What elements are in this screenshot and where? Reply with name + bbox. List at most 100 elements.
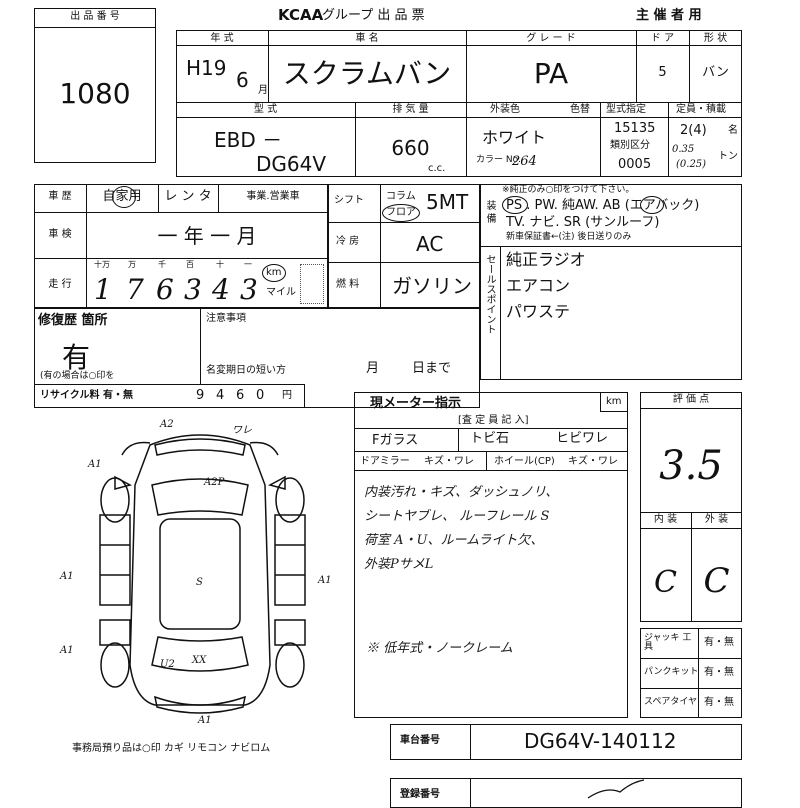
ps-circle-mark bbox=[502, 196, 528, 214]
history-rental[interactable]: レ ン タ bbox=[164, 189, 212, 204]
inspection-label: 車 検 bbox=[48, 229, 72, 240]
glass-chip: トビ石 bbox=[470, 431, 510, 446]
mileage-digit-6: 3 bbox=[240, 273, 258, 306]
puncture-kit-label: パンクキット bbox=[644, 667, 699, 677]
kcaa-logo: KCAA bbox=[278, 6, 324, 24]
inspection-note-2: シートヤブレ、 ルーフレール S bbox=[364, 509, 550, 524]
mileage-unit-6: 一 bbox=[244, 260, 252, 269]
mileage-label: 走 行 bbox=[48, 279, 72, 290]
mileage-stamp-box bbox=[300, 264, 324, 304]
inspection-value: 一 年 一 月 bbox=[157, 224, 257, 248]
mileage-digit-1: 1 bbox=[94, 273, 112, 306]
model-prefix: EBD － bbox=[214, 128, 283, 152]
puncture-option[interactable]: 有・無 bbox=[704, 667, 734, 678]
spare-option[interactable]: 有・無 bbox=[704, 697, 734, 708]
meter-unit: km bbox=[606, 396, 622, 407]
chassis-value: DG64V-140112 bbox=[524, 729, 677, 753]
recycle-digit-1: 9 bbox=[196, 388, 205, 403]
meter-unit-box bbox=[600, 392, 628, 412]
color-value: ホワイト bbox=[482, 128, 547, 147]
jack-option[interactable]: 有・無 bbox=[704, 637, 734, 648]
diagram-mark-a2p: A2P bbox=[204, 477, 225, 488]
mileage-unit-3: 千 bbox=[158, 260, 166, 269]
inspection-remark: ※ 低年式・ノークレーム bbox=[366, 641, 513, 656]
inspection-note-4: 外装PサメL bbox=[364, 557, 434, 572]
repair-value: 有 bbox=[62, 341, 91, 374]
doors-value: 5 bbox=[658, 65, 667, 80]
fuel-value: ガソリン bbox=[392, 274, 472, 298]
meter-label: 現メーター指示 bbox=[370, 396, 462, 411]
repair-note: (有の場合は○印を bbox=[40, 371, 115, 381]
private-circle-mark bbox=[112, 186, 136, 208]
mileage-digit-5: 4 bbox=[212, 273, 230, 306]
displacement-value: 660 bbox=[391, 136, 430, 160]
notes-label: 注意事項 bbox=[206, 313, 246, 324]
km-circle-mark bbox=[262, 264, 286, 282]
repair-table bbox=[34, 308, 480, 408]
diagram-mark-a1-left: A1 bbox=[60, 571, 74, 582]
inspection-notes-box bbox=[354, 392, 628, 718]
sales-points-label: セールスポイント bbox=[484, 254, 495, 334]
chassis-label: 車台番号 bbox=[400, 735, 440, 746]
wheel-label: ホイール(CP) bbox=[494, 456, 555, 467]
grade-label: グ レ ー ド bbox=[526, 33, 576, 44]
registration-scribble bbox=[587, 779, 645, 799]
mileage-digit-2: 7 bbox=[126, 273, 144, 306]
type-designation-value: 15135 bbox=[614, 121, 656, 136]
glass-crack: ヒビワレ bbox=[556, 431, 609, 446]
exterior-label: 外 装 bbox=[704, 514, 729, 525]
ac-value: AC bbox=[416, 232, 444, 256]
mileage-unit-5: 十 bbox=[216, 260, 224, 269]
month-unit: 月 bbox=[258, 85, 268, 96]
year-value: H19 bbox=[186, 56, 227, 80]
fuel-label: 燃 料 bbox=[336, 279, 360, 290]
tools-box bbox=[640, 628, 742, 718]
interior-label: 内 装 bbox=[653, 514, 678, 525]
mirror-value: キズ・ワレ bbox=[424, 456, 474, 467]
model-value: DG64V bbox=[256, 152, 327, 176]
lot-number-label: 出 品 番 号 bbox=[70, 11, 120, 22]
color-code-value: 264 bbox=[512, 154, 537, 169]
month-deadline-label: 月 bbox=[366, 361, 380, 376]
car-name-label: 車 名 bbox=[355, 33, 379, 44]
grade-value: PA bbox=[533, 57, 569, 90]
history-business[interactable]: 事業.営業車 bbox=[246, 191, 300, 202]
glass-label: Fガラス bbox=[372, 433, 419, 448]
color-code-label: カラー No. bbox=[476, 155, 521, 165]
spare-tire-label: スペアタイヤ bbox=[644, 697, 698, 707]
overall-score: 3.5 bbox=[659, 443, 723, 489]
mileage-unit-2: 万 bbox=[128, 260, 136, 269]
registration-label: 登録番号 bbox=[400, 789, 440, 800]
diagram-mark-a2: A2 bbox=[160, 419, 174, 430]
equipment-note: ※純正のみ○印をつけて下さい。 bbox=[502, 185, 635, 195]
mileage-digit-3: 6 bbox=[156, 273, 174, 306]
exterior-score: C bbox=[703, 561, 730, 601]
recycle-label: リサイクル料 有・無 bbox=[40, 390, 133, 401]
organizer-label: 主 催 者 用 bbox=[636, 8, 702, 23]
short-title-label: 名変期日の短い方 bbox=[206, 365, 286, 376]
color-label: 外装色 bbox=[490, 104, 520, 115]
spec-table bbox=[328, 184, 480, 308]
capacity-label: 定員・積載 bbox=[676, 104, 726, 115]
diagram-mark-xx: XX bbox=[192, 655, 207, 666]
mileage-digit-4: 3 bbox=[184, 273, 202, 306]
doors-label: ド ア bbox=[650, 33, 675, 44]
wheel-value: キズ・ワレ bbox=[568, 456, 618, 467]
chassis-number-box bbox=[390, 724, 742, 760]
sales-point-3: パワステ bbox=[506, 302, 571, 321]
capacity-unit: 名 bbox=[728, 125, 738, 136]
appraiser-entry-label: [査 定 員 記 入] bbox=[458, 415, 529, 426]
jack-label: ジャッキ 工 具 bbox=[644, 633, 692, 652]
load-unit: トン bbox=[718, 151, 738, 162]
month-value: 6 bbox=[236, 68, 249, 92]
shift-option-column[interactable]: コラム bbox=[386, 191, 416, 202]
car-name: スクラムバン bbox=[282, 57, 452, 90]
car-damage-diagram bbox=[99, 434, 306, 714]
history-table bbox=[34, 184, 328, 308]
load-value-1: 0.35 bbox=[672, 144, 695, 155]
ac-label: 冷 房 bbox=[336, 236, 360, 247]
inspection-note-3: 荷室 A・U、ルームライト欠、 bbox=[364, 533, 544, 548]
load-value-2: (0.25) bbox=[676, 159, 707, 170]
sales-point-2: エアコン bbox=[506, 276, 571, 295]
diagram-mark-s: S bbox=[196, 577, 203, 588]
